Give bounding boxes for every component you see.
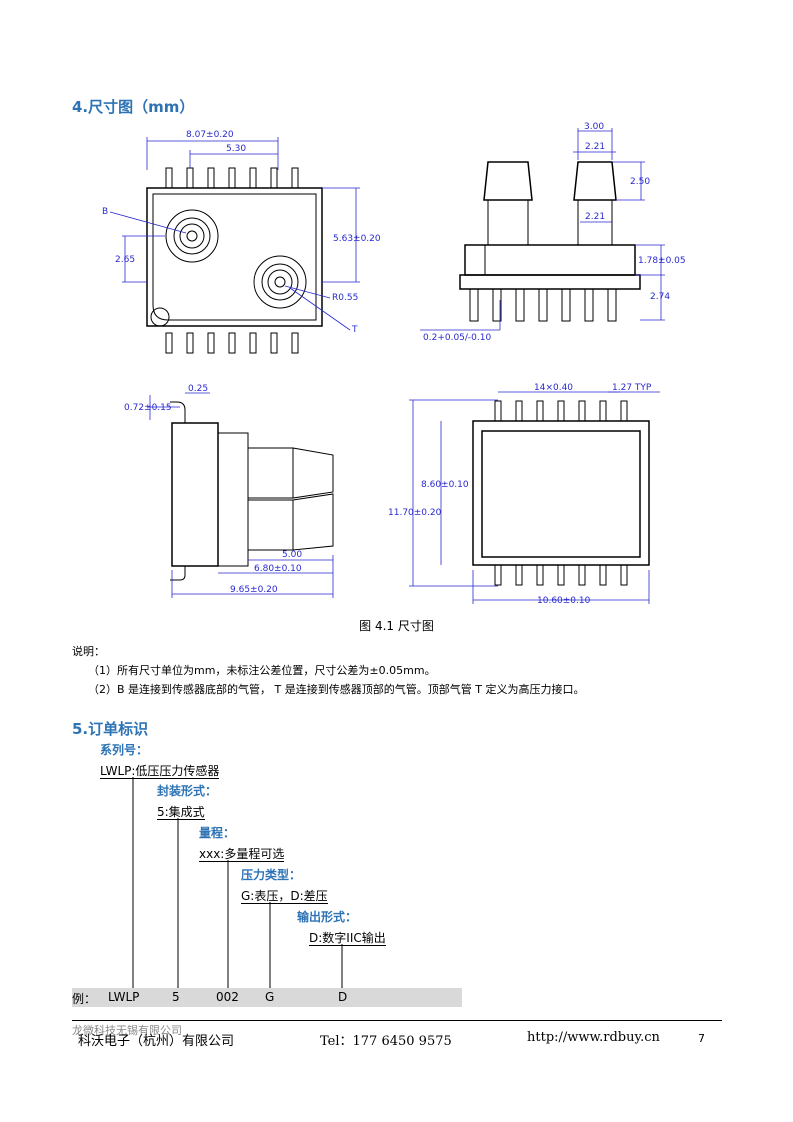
pin — [620, 400, 628, 422]
pin — [291, 167, 299, 189]
notes: 说明： （1）所有尺寸单位为mm，未标注公差位置，尺寸公差为±0.05mm。 （… — [72, 642, 584, 699]
order-value-package: 5:集成式 — [157, 805, 205, 820]
order-heading-output: 输出形式： — [297, 910, 358, 924]
dim-t-label: T — [351, 325, 358, 335]
footer-company: 科沃电子（杭州）有限公司 — [78, 1034, 235, 1049]
pin — [557, 400, 565, 422]
pin — [492, 288, 502, 322]
pin — [515, 400, 523, 422]
pin — [538, 288, 548, 322]
example-part-range: 002 — [216, 990, 239, 1004]
pin — [228, 332, 236, 354]
dim-11-70: 11.70±0.20 — [388, 508, 442, 518]
dim-3-00: 3.00 — [584, 122, 604, 132]
dim-lead-thk: 0.2+0.05/-0.10 — [423, 333, 491, 343]
order-value-output: D:数字IIC输出 — [309, 931, 386, 946]
dim-5-63: 5.63±0.20 — [333, 234, 381, 244]
pin — [165, 167, 173, 189]
dim-14x040: 14×0.40 — [534, 383, 573, 393]
pin — [536, 400, 544, 422]
notes-title: 说明： — [72, 645, 105, 658]
order-value-series: LWLP:低压压力传感器 — [100, 764, 220, 779]
dim-2-65: 2.65 — [115, 255, 135, 265]
order-heading-package: 封装形式： — [157, 784, 218, 798]
section-5-title: 5.订单标识 — [72, 720, 149, 738]
example-part-package: 5 — [172, 990, 180, 1004]
example-label: 例： — [72, 992, 97, 1006]
side-view — [170, 401, 334, 581]
example-part-output: D — [338, 990, 348, 1004]
dim-2-21-base: 2.21 — [585, 212, 605, 222]
pin — [607, 288, 617, 322]
pin — [270, 332, 278, 354]
pin — [207, 332, 215, 354]
dim-1-78: 1.78±0.05 — [638, 256, 686, 266]
order-value-range: xxx:多量程可选 — [199, 847, 285, 862]
dim-10-60: 10.60±0.10 — [537, 596, 591, 606]
dim-5-30: 5.30 — [226, 144, 246, 154]
dim-2-74: 2.74 — [650, 292, 670, 302]
footer-url[interactable]: http://www.rdbuy.cn — [527, 1030, 660, 1045]
pin — [494, 400, 502, 422]
dimension-drawing: 8.07±0.20 5.30 B 2.65 5.63±0.20 R0.55 T … — [102, 122, 686, 606]
bottom-view — [472, 400, 650, 586]
order-heading-pressure-type: 压力类型： — [241, 868, 302, 882]
pin — [515, 564, 523, 586]
dim-8-60: 8.60±0.10 — [421, 480, 469, 490]
pin — [186, 332, 194, 354]
dim-8-07: 8.07±0.20 — [186, 130, 234, 140]
footer-watermark: 龙微科技无锡有限公司 — [72, 1024, 182, 1037]
dim-0-72: 0.72±0.15 — [124, 403, 172, 413]
pin — [584, 288, 594, 322]
footer-divider — [72, 1020, 722, 1021]
pin — [561, 288, 571, 322]
dim-0-25: 0.25 — [188, 384, 208, 394]
section-4-title: 4.尺寸图（mm） — [72, 98, 195, 116]
pin — [599, 564, 607, 586]
dim-1-27: 1.27 TYP — [612, 383, 652, 393]
top-view — [146, 167, 323, 354]
example-part-type: G — [265, 990, 275, 1004]
pin — [291, 332, 299, 354]
pin — [270, 167, 278, 189]
pin — [557, 564, 565, 586]
pin — [494, 564, 502, 586]
page-number: 7 — [698, 1032, 705, 1045]
dim-2-21-top: 2.21 — [585, 142, 605, 152]
dim-5-00: 5.00 — [282, 550, 302, 560]
dim-2-50: 2.50 — [630, 177, 650, 187]
example-part-series: LWLP — [108, 990, 140, 1004]
figure-caption: 图 4.1 尺寸图 — [359, 619, 434, 633]
pin — [599, 400, 607, 422]
note-2: （2）B 是连接到传感器底部的气管， T 是连接到传感器顶部的气管。顶部气管 T… — [88, 683, 585, 696]
dim-9-65: 9.65±0.20 — [230, 585, 278, 595]
pin — [165, 332, 173, 354]
pin — [515, 288, 525, 322]
pin — [578, 400, 586, 422]
dim-6-80: 6.80±0.10 — [254, 564, 302, 574]
pin — [207, 167, 215, 189]
note-1: （1）所有尺寸单位为mm，未标注公差位置，尺寸公差为±0.05mm。 — [88, 664, 436, 677]
dim-r055: R0.55 — [332, 293, 358, 303]
footer-tel: Tel：177 6450 9575 — [320, 1034, 452, 1049]
pin — [249, 167, 257, 189]
pin — [249, 332, 257, 354]
example-bar: 例： LWLP 5 002 G D — [72, 988, 462, 1007]
order-heading-series: 系列号： — [100, 743, 149, 757]
order-heading-range: 量程： — [199, 826, 236, 840]
dim-b-label: B — [102, 207, 108, 217]
pin — [536, 564, 544, 586]
pin — [578, 564, 586, 586]
pin — [228, 167, 236, 189]
pin — [469, 288, 479, 322]
order-value-pressure-type: G:表压，D:差压 — [241, 889, 328, 904]
pin — [620, 564, 628, 586]
